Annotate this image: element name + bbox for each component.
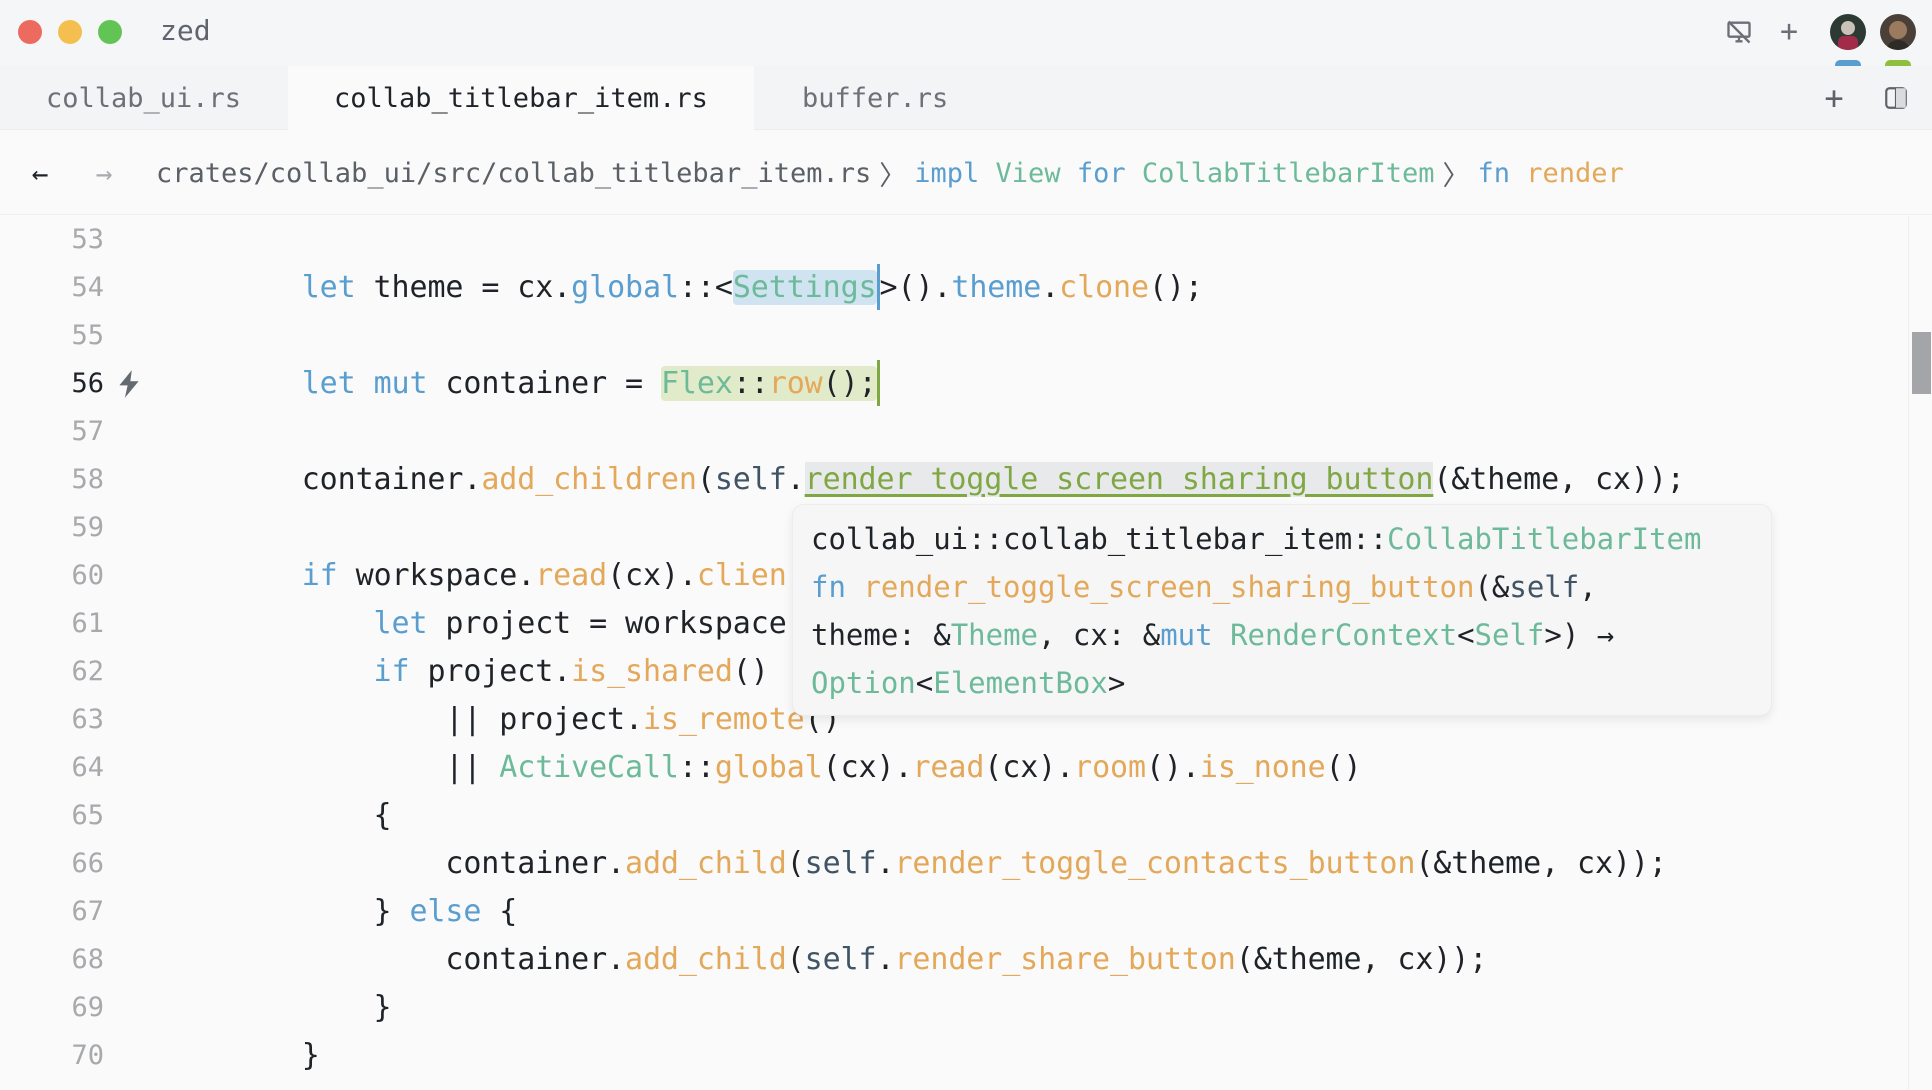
code-line-68: container.add_child(self.render_share_bu… bbox=[158, 942, 1488, 977]
line-number: 70 bbox=[71, 1040, 104, 1071]
line-number: 67 bbox=[71, 896, 104, 927]
line-number: 55 bbox=[71, 320, 104, 351]
split-pane-icon bbox=[1885, 87, 1907, 109]
title-bar: zed + bbox=[0, 0, 1932, 68]
breadcrumb-separator: 〉 bbox=[1442, 160, 1470, 192]
tab-label: collab_titlebar_item.rs bbox=[334, 83, 708, 114]
breadcrumb-path[interactable]: crates/collab_ui/src/collab_titlebar_ite… bbox=[156, 157, 872, 189]
code-line-67: } else { bbox=[158, 894, 518, 929]
arrow-right-icon: → bbox=[95, 156, 113, 190]
code-line-54: let theme = cx.global::<Settings>().them… bbox=[158, 263, 1203, 312]
code-line-65: { bbox=[158, 798, 392, 833]
line-number: 60 bbox=[71, 560, 104, 591]
popover-line: theme: &Theme, cx: &mut RenderContext<Se… bbox=[811, 618, 1615, 652]
code-line-66: container.add_child(self.render_toggle_c… bbox=[158, 846, 1667, 881]
breadcrumb[interactable]: crates/collab_ui/src/collab_titlebar_ite… bbox=[156, 131, 1624, 215]
avatar-collaborator-1[interactable] bbox=[1830, 14, 1866, 50]
hover-info-popover: collab_ui::collab_titlebar_item::CollabT… bbox=[792, 504, 1772, 716]
line-number: 54 bbox=[71, 272, 104, 303]
code-line-70: } bbox=[158, 1038, 320, 1073]
popover-line: collab_ui::collab_titlebar_item::CollabT… bbox=[811, 522, 1702, 556]
code-line-61: let project = workspace bbox=[373, 606, 787, 641]
tab-collab-titlebar-item[interactable]: collab_titlebar_item.rs bbox=[288, 66, 754, 131]
line-number: 57 bbox=[71, 416, 104, 447]
split-pane-button[interactable] bbox=[1880, 82, 1912, 114]
line-number: 65 bbox=[71, 800, 104, 831]
code-line-69: } bbox=[158, 990, 392, 1025]
line-number: 61 bbox=[71, 608, 104, 639]
minimize-window-button[interactable] bbox=[58, 20, 82, 44]
line-number: 69 bbox=[71, 992, 104, 1023]
selection: Flex::row(); bbox=[660, 366, 877, 401]
code-action-button[interactable] bbox=[118, 360, 140, 408]
screen-share-off-icon[interactable] bbox=[1725, 18, 1753, 46]
maximize-window-button[interactable] bbox=[98, 20, 122, 44]
line-number: 53 bbox=[71, 224, 104, 255]
back-button[interactable]: ← bbox=[24, 156, 56, 190]
code-line-64: || ActiveCall::global(cx).read(cx).room(… bbox=[158, 750, 1362, 785]
popover-line: fn render_toggle_screen_sharing_button(&… bbox=[811, 570, 1597, 604]
popover-line: Option<ElementBox> bbox=[811, 666, 1126, 700]
vertical-scrollbar[interactable] bbox=[1908, 216, 1932, 1090]
tab-buffer[interactable]: buffer.rs bbox=[756, 66, 1006, 130]
breadcrumb-impl[interactable]: impl View for CollabTitlebarItem bbox=[914, 157, 1435, 189]
avatar-collaborator-2[interactable] bbox=[1880, 14, 1916, 50]
code-line-58: container.add_children(self.render_toggl… bbox=[158, 462, 1685, 497]
code-line-63: || project.is_remote() bbox=[158, 702, 841, 737]
new-tab-button[interactable]: + bbox=[1818, 79, 1850, 117]
line-number: 58 bbox=[71, 464, 104, 495]
hovered-symbol[interactable]: render_toggle_screen_sharing_button bbox=[804, 462, 1434, 497]
app-title: zed bbox=[160, 14, 211, 47]
close-window-button[interactable] bbox=[18, 20, 42, 44]
breadcrumb-separator: 〉 bbox=[879, 160, 907, 192]
scrollbar-thumb[interactable] bbox=[1912, 332, 1931, 394]
code-line-56: let mut container = Flex::row(); bbox=[158, 359, 880, 408]
tab-label: buffer.rs bbox=[802, 82, 949, 114]
line-number: 68 bbox=[71, 944, 104, 975]
tab-bar: collab_ui.rs collab_titlebar_item.rs buf… bbox=[0, 66, 1932, 131]
plus-icon: + bbox=[1824, 79, 1844, 117]
code-line-60: if workspace.read(cx).clien bbox=[301, 558, 787, 593]
code-line-62: if project.is_shared() bbox=[373, 654, 769, 689]
line-number: 59 bbox=[71, 512, 104, 543]
line-number: 62 bbox=[71, 656, 104, 687]
collaborator-cursor-blue bbox=[876, 263, 880, 310]
arrow-left-icon: ← bbox=[31, 156, 49, 190]
toolbar: ← → crates/collab_ui/src/collab_titlebar… bbox=[0, 131, 1932, 215]
line-number: 66 bbox=[71, 848, 104, 879]
forward-button[interactable]: → bbox=[88, 156, 120, 190]
collaborator-2-indicator bbox=[1885, 60, 1911, 68]
line-number: 63 bbox=[71, 704, 104, 735]
tab-collab-ui[interactable]: collab_ui.rs bbox=[0, 66, 288, 130]
tab-label: collab_ui.rs bbox=[46, 82, 242, 114]
breadcrumb-fn[interactable]: fn render bbox=[1477, 157, 1624, 189]
lightning-bolt-icon bbox=[119, 370, 139, 398]
collaborator-cursor-green bbox=[876, 359, 880, 406]
plus-icon: + bbox=[1780, 14, 1799, 49]
add-participant-button[interactable]: + bbox=[1780, 14, 1798, 49]
selection: Settings bbox=[732, 270, 877, 305]
collaborator-1-indicator bbox=[1835, 60, 1861, 68]
line-number: 64 bbox=[71, 752, 104, 783]
line-number-current: 56 bbox=[71, 368, 104, 399]
